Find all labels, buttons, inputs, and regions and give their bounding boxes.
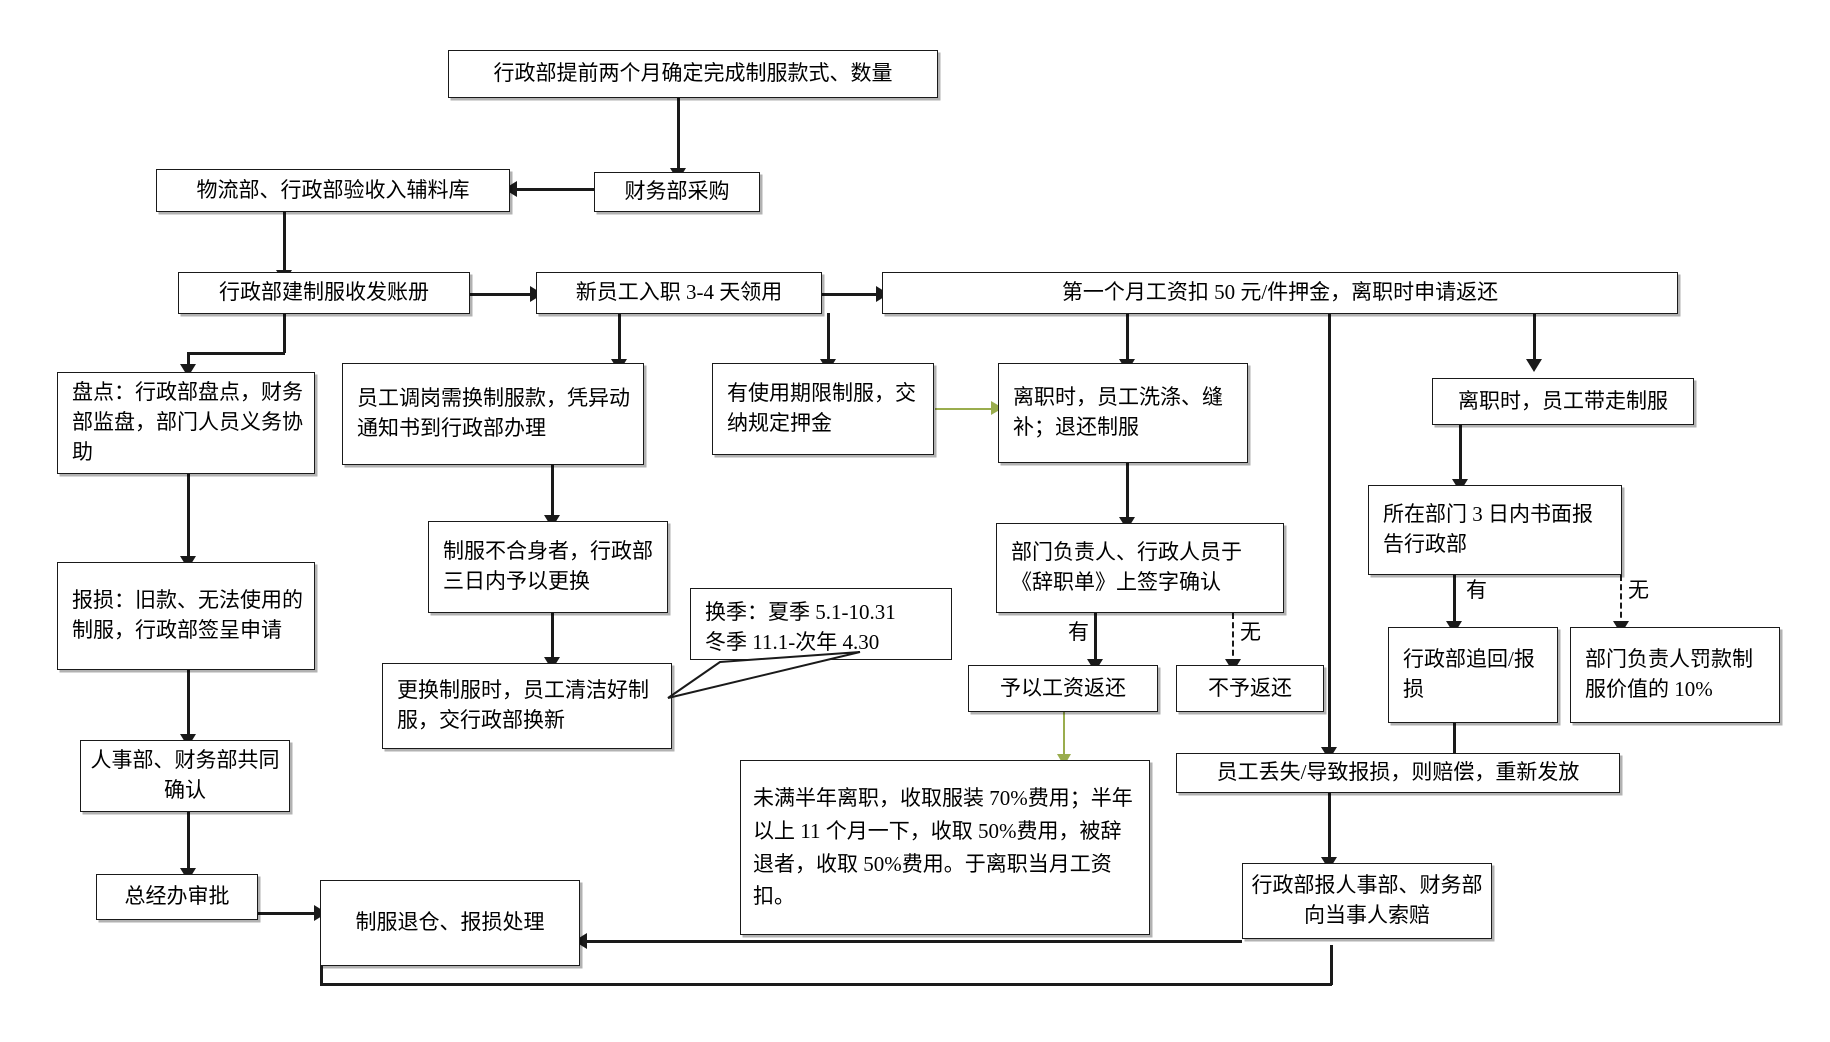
node-hr-finance-confirm[interactable]: 人事部、财务部共同确认 bbox=[80, 740, 290, 812]
edge-n4-branch-h bbox=[187, 352, 285, 355]
node-label: 部门负责人、行政人员于《辞职单》上签字确认 bbox=[1011, 540, 1242, 594]
callout-season-change[interactable]: 换季：夏季 5.1-10.31 冬季 11.1-次年 4.30 bbox=[690, 588, 952, 660]
edge-n18-n24 bbox=[1063, 712, 1066, 760]
node-logistics-acceptance[interactable]: 物流部、行政部验收入辅料库 bbox=[156, 169, 510, 212]
edge-n4-branch bbox=[283, 313, 286, 353]
node-admin-claim[interactable]: 行政部报人事部、财务部向当事人索赔 bbox=[1242, 863, 1492, 939]
node-label: 制服不合身者，行政部三日内予以更换 bbox=[443, 539, 653, 593]
edge-n26-n23 bbox=[580, 940, 1242, 943]
node-uniform-style-decision[interactable]: 行政部提前两个月确定完成制服款式、数量 bbox=[448, 50, 938, 98]
edge-n10-n14 bbox=[1126, 463, 1129, 523]
node-label: 行政部提前两个月确定完成制服款式、数量 bbox=[493, 61, 893, 86]
edge-n13-n17 bbox=[551, 613, 554, 663]
node-label: 行政部报人事部、财务部向当事人索赔 bbox=[1251, 873, 1483, 927]
node-label: 部门负责人罚款制服价值的 10% bbox=[1585, 647, 1753, 701]
node-label: 财务部采购 bbox=[624, 179, 730, 204]
edge-loop-h bbox=[320, 983, 1332, 986]
node-dept-written-report[interactable]: 所在部门 3 日内书面报告行政部 bbox=[1368, 485, 1622, 575]
node-loss-compensation[interactable]: 员工丢失/导致报损，则赔偿，重新发放 bbox=[1176, 753, 1620, 793]
node-label: 第一个月工资扣 50 元/件押金，离职时申请返还 bbox=[1061, 280, 1499, 305]
node-resign-take-uniform[interactable]: 离职时，员工带走制服 bbox=[1432, 378, 1694, 425]
edge-n1-n2 bbox=[677, 98, 680, 172]
node-limited-period-deposit[interactable]: 有使用期限制服，交纳规定押金 bbox=[712, 363, 934, 455]
edge-n6-n11 bbox=[1533, 313, 1536, 363]
callout-line-1: 换季：夏季 5.1-10.31 bbox=[705, 600, 896, 624]
node-resignation-fee-rules[interactable]: 未满半年离职，收取服装 70%费用；半年以上 11 个月一下，收取 50%费用，… bbox=[740, 760, 1150, 935]
node-gm-office-approval[interactable]: 总经办审批 bbox=[96, 874, 258, 920]
node-return-scrap-handling[interactable]: 制服退仓、报损处理 bbox=[320, 880, 580, 966]
node-no-refund[interactable]: 不予返还 bbox=[1176, 665, 1324, 712]
node-manager-penalty[interactable]: 部门负责人罚款制服价值的 10% bbox=[1570, 627, 1780, 723]
node-label: 员工调岗需换制服款，凭异动通知书到行政部办理 bbox=[357, 386, 630, 440]
node-misfit-replace[interactable]: 制服不合身者，行政部三日内予以更换 bbox=[428, 521, 668, 613]
edge-n3-n4 bbox=[283, 212, 286, 274]
callout-line-2: 冬季 11.1-次年 4.30 bbox=[705, 630, 880, 655]
edge-n6-n10 bbox=[1126, 313, 1129, 363]
edge-n5-n8 bbox=[618, 313, 621, 363]
node-label: 行政部建制服收发账册 bbox=[219, 280, 429, 305]
node-label: 离职时，员工带走制服 bbox=[1458, 388, 1668, 413]
node-admin-ledger[interactable]: 行政部建制服收发账册 bbox=[178, 272, 470, 314]
node-transfer-change-uniform[interactable]: 员工调岗需换制服款，凭异动通知书到行政部办理 bbox=[342, 363, 644, 465]
edge-n7-stub bbox=[187, 352, 190, 370]
edge-n5-n6 bbox=[822, 293, 882, 296]
edge-n25-n26 bbox=[1328, 793, 1331, 863]
edge-n6-n9 bbox=[827, 313, 830, 363]
node-label: 制服退仓、报损处理 bbox=[355, 910, 545, 935]
arrowhead-n6-n11 bbox=[1526, 359, 1542, 372]
node-scrap-report[interactable]: 报损：旧款、无法使用的制服，行政部签呈申请 bbox=[57, 562, 315, 670]
edge-n12-n16 bbox=[187, 670, 190, 740]
branch-label-yes-right: 有 bbox=[1466, 578, 1487, 602]
branch-label-yes-left: 有 bbox=[1068, 620, 1089, 644]
node-label: 予以工资返还 bbox=[1000, 675, 1126, 700]
node-admin-recover-scrap[interactable]: 行政部追回/报损 bbox=[1388, 627, 1558, 723]
node-label: 未满半年离职，收取服装 70%费用；半年以上 11 个月一下，收取 50%费用，… bbox=[753, 786, 1133, 909]
edge-n22-n23 bbox=[258, 912, 320, 915]
edge-n16-n22 bbox=[187, 812, 190, 874]
edge-n15-n20 bbox=[1453, 575, 1456, 627]
node-label: 员工丢失/导致报损，则赔偿，重新发放 bbox=[1216, 760, 1580, 785]
branch-label-no-left: 无 bbox=[1240, 620, 1261, 644]
edge-n15-n21 bbox=[1620, 575, 1622, 627]
callout-tail-icon bbox=[667, 651, 861, 699]
node-label: 更换制服时，员工清洁好制服，交行政部换新 bbox=[397, 678, 649, 732]
edge-n20-n25 bbox=[1453, 723, 1456, 755]
edge-n14-n19 bbox=[1232, 613, 1234, 665]
node-label: 盘点：行政部盘点，财务部监盘，部门人员义务协助 bbox=[72, 380, 303, 464]
edge-n4-n5 bbox=[470, 293, 536, 296]
node-first-month-deposit[interactable]: 第一个月工资扣 50 元/件押金，离职时申请返还 bbox=[882, 272, 1678, 314]
node-label: 新员工入职 3-4 天领用 bbox=[575, 280, 783, 305]
node-label: 物流部、行政部验收入辅料库 bbox=[196, 177, 470, 202]
node-label: 所在部门 3 日内书面报告行政部 bbox=[1383, 502, 1593, 556]
node-inventory-check[interactable]: 盘点：行政部盘点，财务部监盘，部门人员义务协助 bbox=[57, 372, 315, 474]
edge-n8-n13 bbox=[551, 465, 554, 521]
edge-n6-n25 bbox=[1328, 313, 1331, 753]
node-label: 不予返还 bbox=[1208, 675, 1292, 700]
edge-loop-right-v bbox=[1330, 945, 1333, 985]
edge-n11-n15 bbox=[1459, 425, 1462, 485]
edge-n2-n3 bbox=[510, 188, 594, 191]
node-clean-before-exchange[interactable]: 更换制服时，员工清洁好制服，交行政部换新 bbox=[382, 663, 672, 749]
node-finance-purchase[interactable]: 财务部采购 bbox=[594, 172, 760, 212]
node-label: 行政部追回/报损 bbox=[1403, 647, 1535, 701]
node-resignation-form-signature[interactable]: 部门负责人、行政人员于《辞职单》上签字确认 bbox=[996, 523, 1284, 613]
node-label: 离职时，员工洗涤、缝补；退还制服 bbox=[1013, 385, 1223, 439]
node-new-employee-issue[interactable]: 新员工入职 3-4 天领用 bbox=[536, 272, 822, 314]
node-resign-wash-repair[interactable]: 离职时，员工洗涤、缝补；退还制服 bbox=[998, 363, 1248, 463]
branch-label-no-right: 无 bbox=[1628, 578, 1649, 602]
node-label: 报损：旧款、无法使用的制服，行政部签呈申请 bbox=[72, 588, 303, 642]
node-label: 总经办审批 bbox=[124, 884, 230, 909]
node-refund-via-salary[interactable]: 予以工资返还 bbox=[968, 665, 1158, 712]
node-label: 人事部、财务部共同确认 bbox=[90, 748, 280, 802]
edge-n7-n12 bbox=[187, 474, 190, 562]
edge-n9-n10 bbox=[935, 408, 997, 411]
node-label: 有使用期限制服，交纳规定押金 bbox=[727, 381, 916, 435]
edge-n14-n18 bbox=[1094, 613, 1097, 665]
